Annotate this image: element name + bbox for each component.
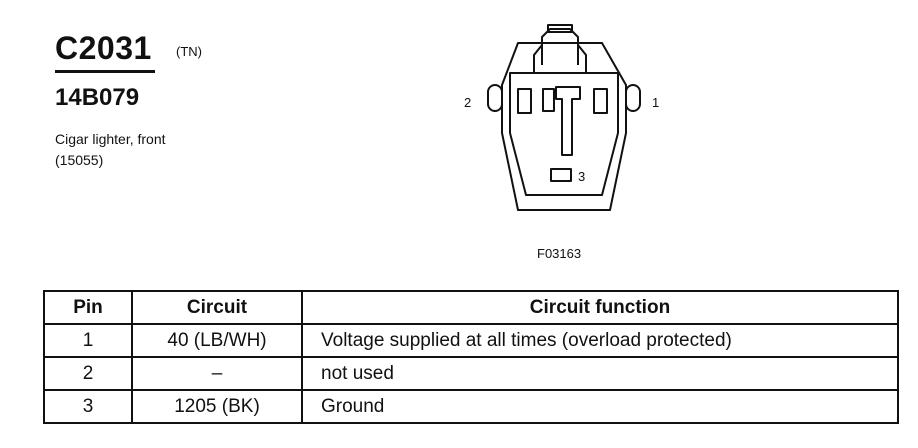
header-circuit: Circuit <box>131 290 303 325</box>
connector-face-diagram: 2 1 3 <box>464 24 659 211</box>
connector-color: (TN) <box>176 44 202 59</box>
cell-pin: 2 <box>43 356 133 391</box>
pin-label-2: 2 <box>464 95 471 110</box>
pin-label-1: 1 <box>652 95 659 110</box>
connector-id: C2031 <box>55 30 152 66</box>
cell-pin: 3 <box>43 389 133 424</box>
cell-circuit: – <box>131 356 303 391</box>
latch-tab <box>541 28 579 65</box>
cell-circuit-function: Ground <box>301 389 899 424</box>
pin-label-3: 3 <box>578 169 585 184</box>
cell-pin: 1 <box>43 323 133 358</box>
terminal-slot-3 <box>550 168 572 182</box>
table-row: 3 1205 (BK) Ground <box>43 389 899 424</box>
cell-circuit-function: Voltage supplied at all times (overload … <box>301 323 899 358</box>
connector-id-underline <box>55 70 155 73</box>
table-row: 1 40 (LB/WH) Voltage supplied at all tim… <box>43 323 899 358</box>
cell-circuit: 1205 (BK) <box>131 389 303 424</box>
table-row: 2 – not used <box>43 356 899 391</box>
cell-circuit-function: not used <box>301 356 899 391</box>
connector-description: Cigar lighter, front <box>55 131 166 147</box>
latch-side-right <box>577 44 587 73</box>
center-t-terminal <box>555 86 581 156</box>
terminal-key <box>542 88 555 112</box>
figure-id: F03163 <box>537 246 582 261</box>
connector-reference: (15055) <box>55 152 104 168</box>
terminal-slot-2 <box>517 88 532 114</box>
side-rib-left <box>487 84 503 112</box>
latch-cap <box>547 24 573 33</box>
cell-circuit: 40 (LB/WH) <box>131 323 303 358</box>
latch-side-left <box>533 44 543 73</box>
housing-cavity <box>509 72 619 196</box>
table-header-row: Pin Circuit Circuit function <box>43 290 899 325</box>
terminal-slot-1 <box>593 88 608 114</box>
header-pin: Pin <box>43 290 133 325</box>
side-rib-right <box>625 84 641 112</box>
part-number: 14B079 <box>55 84 140 111</box>
housing-outline <box>501 42 627 211</box>
pin-table: Pin Circuit Circuit function 1 40 (LB/WH… <box>43 290 899 424</box>
header-circuit-function: Circuit function <box>301 290 899 325</box>
